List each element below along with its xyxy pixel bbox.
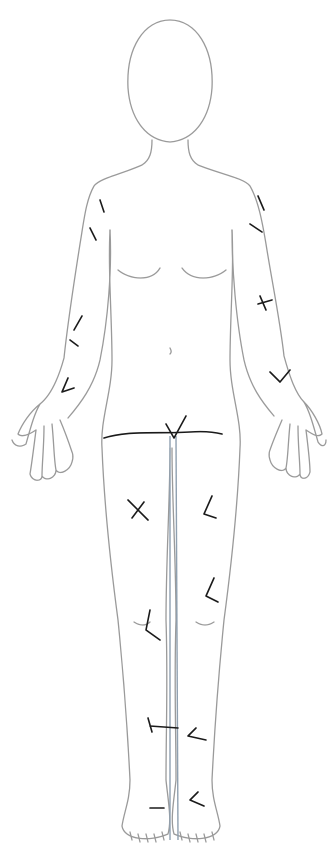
torso-left-contour — [18, 140, 152, 436]
navel — [170, 348, 171, 354]
right-breast-line — [182, 268, 226, 278]
mark-left-upper-arm-2 — [90, 228, 96, 240]
mark-right-forearm-2 — [270, 370, 290, 382]
mark-right-thigh-1 — [204, 496, 216, 518]
mark-right-ankle — [190, 792, 204, 806]
pelvic-check-mark — [166, 416, 186, 438]
mark-left-forearm-1 — [74, 316, 82, 330]
left-leg-outline — [102, 230, 170, 839]
right-leg-outline — [172, 230, 240, 839]
mark-right-thigh-2 — [206, 578, 218, 602]
torso-right-contour — [188, 140, 322, 436]
left-inner-arm — [68, 230, 111, 418]
mark-left-thigh-x — [128, 500, 148, 520]
head-outline — [128, 20, 212, 142]
mark-left-knee — [146, 610, 160, 640]
left-breast-line — [118, 268, 160, 278]
right-knee — [196, 622, 214, 625]
mark-right-forearm-1 — [258, 296, 272, 310]
mark-left-forearm-2 — [70, 340, 78, 346]
mark-left-forearm-3 — [62, 378, 74, 392]
left-hand-outline — [12, 404, 73, 480]
mark-right-upper-arm-2 — [250, 224, 262, 232]
mark-right-shin — [188, 728, 206, 740]
pelvic-line-mark — [104, 432, 222, 438]
right-hand-outline — [269, 402, 326, 478]
mark-left-shin — [148, 718, 178, 732]
mark-left-upper-arm-1 — [100, 200, 104, 212]
